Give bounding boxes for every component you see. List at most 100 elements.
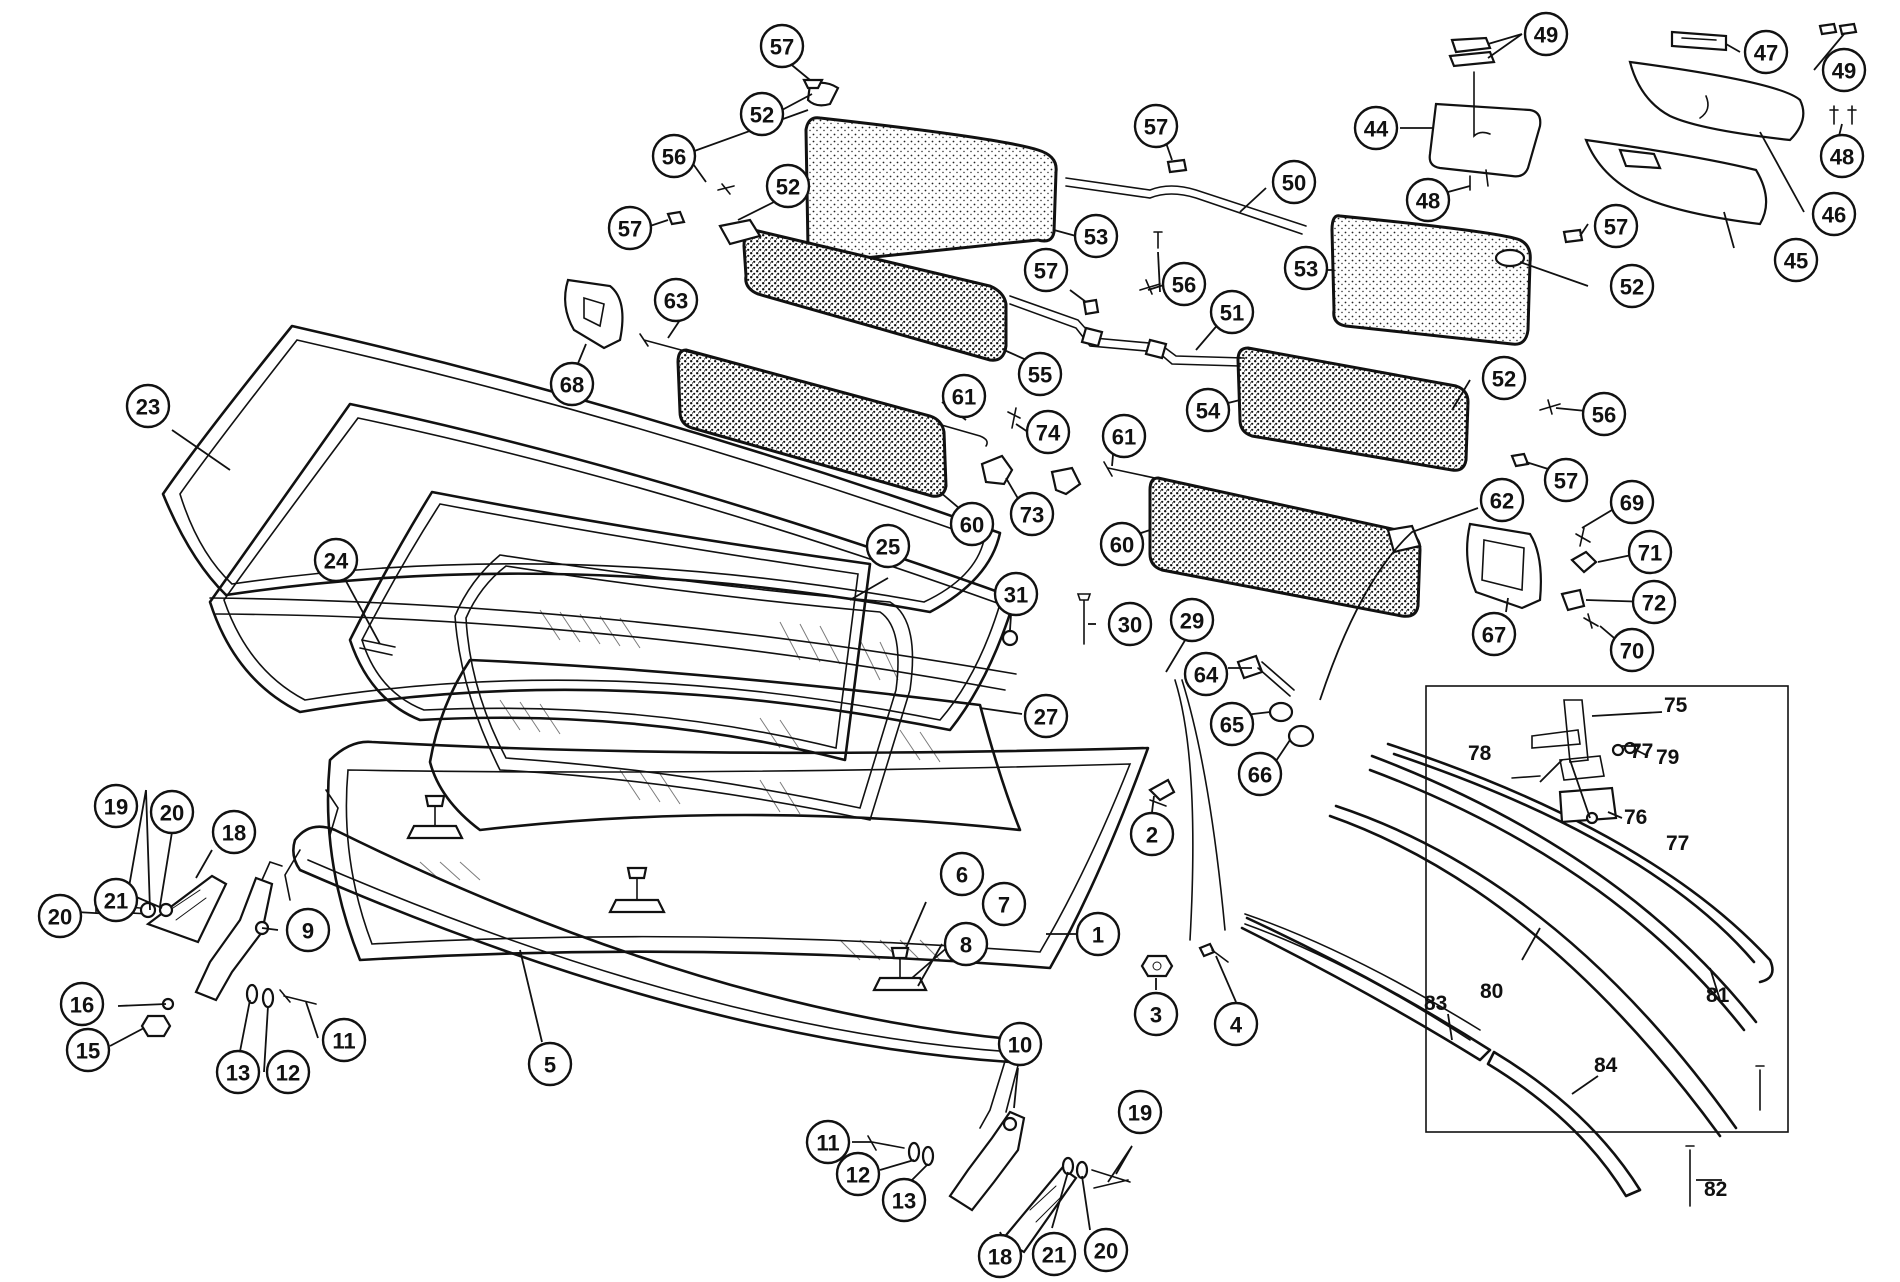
callout-circle: [1017, 351, 1063, 397]
callout-circle: [981, 881, 1027, 927]
visor-rod-51: [1009, 295, 1245, 367]
glass-panel: [348, 490, 872, 762]
callout-number: 49: [1534, 23, 1558, 48]
callout-20: 20: [1083, 1227, 1129, 1273]
callout-1: 1: [1075, 911, 1121, 957]
callout-circle: [149, 789, 195, 835]
callout-13: 13: [215, 1049, 261, 1095]
callout-circle: [265, 1049, 311, 1095]
windscreen-assembly: [161, 324, 1481, 1129]
inset-label-77: 77: [1666, 832, 1689, 855]
visor-pivot-52-right: [1494, 248, 1526, 268]
glass-panel-edge: [361, 503, 859, 749]
callout-circle: [1023, 247, 1069, 293]
rod-clamp-51b: [1144, 338, 1168, 360]
callout-circle: [1773, 237, 1819, 283]
callout-circle: [1353, 105, 1399, 151]
washer-20-right: [1075, 1160, 1089, 1180]
callout-53: 53: [1073, 213, 1119, 259]
callout-circle: [1581, 391, 1627, 437]
callout-circle: [1209, 289, 1255, 335]
lower-glass: [428, 658, 1022, 832]
callout-11: 11: [805, 1119, 851, 1165]
callout-number: 62: [1490, 489, 1514, 514]
callout-number: 18: [988, 1245, 1012, 1270]
callout-circle: [943, 921, 989, 967]
callout-number: 11: [816, 1131, 839, 1156]
inset-label-77: 77: [1630, 740, 1653, 763]
callout-circle: [1543, 457, 1589, 503]
rod-clamp-51: [1080, 326, 1104, 348]
callout-60: 60: [1099, 521, 1145, 567]
callout-number: 13: [892, 1189, 916, 1214]
callout-66: 66: [1237, 751, 1283, 797]
bolt-11-right: [867, 1135, 905, 1151]
callout-15: 15: [65, 1027, 111, 1073]
callout-circle: [1025, 409, 1071, 455]
screw-69: [1575, 527, 1591, 547]
callout-circle: [939, 851, 985, 897]
clip-57-f: [1510, 452, 1530, 468]
callout-19: 19: [1117, 1089, 1163, 1135]
callout-number: 56: [662, 145, 686, 170]
callout-46: 46: [1811, 191, 1857, 237]
sun-visor-60-left: [676, 348, 948, 498]
callout-circle: [1133, 103, 1179, 149]
callout-number: 5: [544, 1053, 556, 1078]
inset-label-81: 81: [1706, 984, 1730, 1007]
rivet-30: [1076, 593, 1092, 645]
callout-circle: [1117, 1089, 1163, 1135]
mirror-group: [1428, 22, 1858, 226]
callout-number: 57: [1144, 115, 1168, 140]
washer-20-left: [139, 901, 157, 919]
callout-52: 52: [1481, 355, 1527, 401]
callout-number: 48: [1830, 145, 1854, 170]
callout-circle: [321, 1017, 367, 1063]
frame-clamp-lower: [608, 866, 666, 914]
callout-31: 31: [993, 571, 1039, 617]
visor-pivot-52-second: [718, 218, 762, 246]
callout-13: 13: [881, 1177, 927, 1223]
inset-rivet-82b: [1685, 1145, 1695, 1207]
sun-visor-53-right: [1330, 214, 1532, 346]
callout-3: 3: [1133, 991, 1179, 1037]
frame-hatching: [419, 861, 941, 961]
callout-21: 21: [1031, 1231, 1077, 1277]
callout-number: 52: [776, 175, 800, 200]
callout-circle: [37, 893, 83, 939]
callout-51: 51: [1209, 289, 1255, 335]
inset-label-78: 78: [1468, 742, 1492, 765]
callout-62: 62: [1479, 477, 1525, 523]
callout-number: 12: [276, 1061, 300, 1086]
callout-54: 54: [1185, 387, 1231, 433]
callout-number: 19: [1128, 1101, 1152, 1126]
callout-circle: [1133, 991, 1179, 1037]
callout-number: 56: [1592, 403, 1616, 428]
callout-18: 18: [977, 1233, 1023, 1279]
callout-20: 20: [37, 893, 83, 939]
callout-circle: [739, 91, 785, 137]
clip-57-e: [1562, 228, 1584, 244]
callout-circle: [1161, 261, 1207, 307]
callout-number: 47: [1754, 41, 1778, 66]
callout-number: 8: [960, 933, 972, 958]
callout-circle: [1209, 701, 1255, 747]
inset-label-84: 84: [1594, 1054, 1618, 1077]
callout-24: 24: [313, 537, 359, 583]
callout-number: 74: [1036, 421, 1061, 446]
inset-strip-83: [1240, 916, 1492, 1062]
screw-70: [1583, 613, 1599, 629]
callout-circle: [977, 1233, 1023, 1279]
windscreen-top-strip: [209, 597, 1017, 675]
callout-61: 61: [941, 373, 987, 419]
callout-circle: [211, 809, 257, 855]
callout-number: 15: [76, 1039, 100, 1064]
callout-48: 48: [1819, 133, 1865, 179]
callout-number: 21: [104, 889, 128, 914]
callout-44: 44: [1353, 105, 1399, 151]
callout-number: 52: [1620, 275, 1644, 300]
callout-circle: [835, 1151, 881, 1197]
callout-circle: [125, 383, 171, 429]
bolt-11-left: [279, 989, 317, 1005]
callout-number: 31: [1004, 583, 1028, 608]
